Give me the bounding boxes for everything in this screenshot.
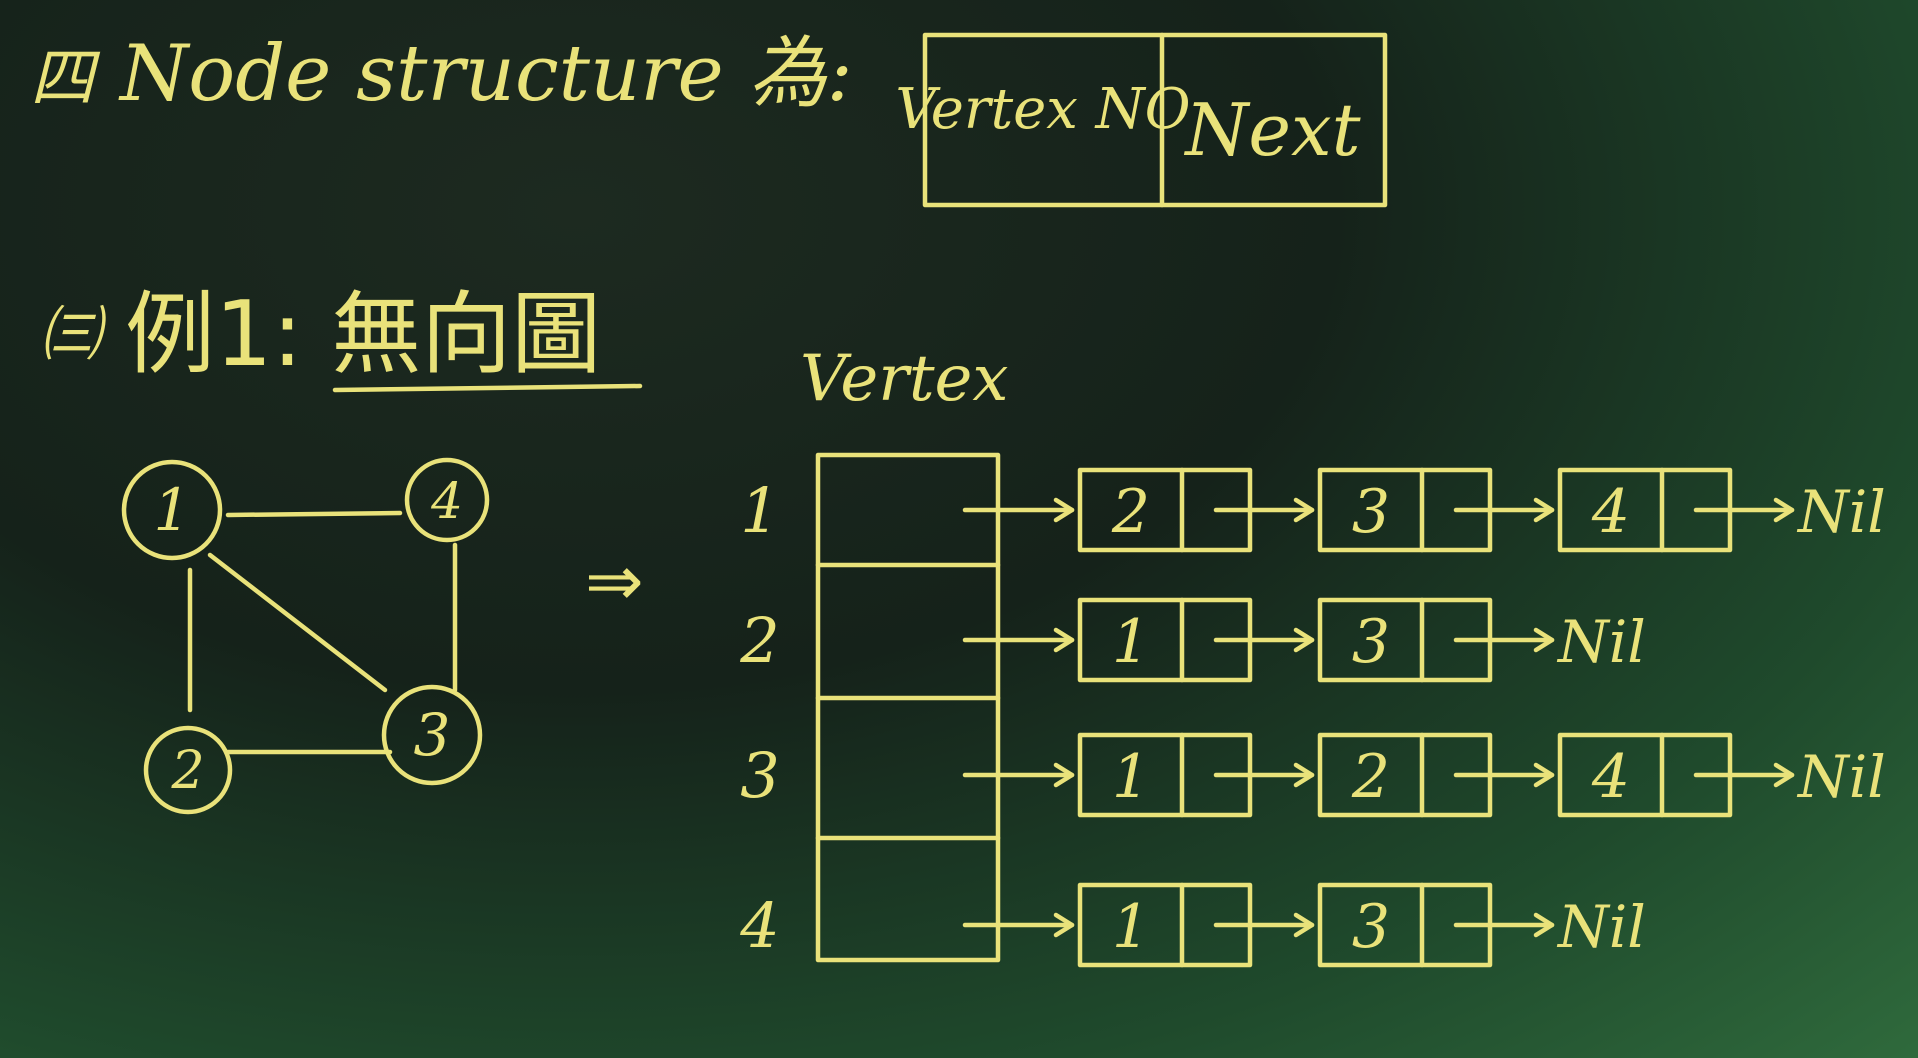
implies-arrow: ⇒: [585, 540, 644, 622]
adjacency-row: 2 1 3 Nil: [739, 597, 1646, 683]
node-circle: [404, 457, 490, 543]
arrow-head: [1053, 497, 1075, 523]
vertex-index-label: 1: [740, 474, 779, 547]
node-circle: [121, 459, 223, 561]
link-arrow: [1453, 497, 1555, 523]
list-node-value: 1: [1112, 607, 1150, 677]
link-arrow: [1213, 627, 1315, 653]
link-arrow: [1693, 762, 1795, 788]
link-arrow: [1213, 762, 1315, 788]
arrow-head: [1053, 627, 1075, 653]
adjacency-row: 4 1 3 Nil: [739, 882, 1646, 968]
undirected-graph: 1 2 3 4: [121, 457, 490, 815]
node-circle: [381, 684, 483, 786]
nil-label: Nil: [1796, 478, 1886, 546]
header-text: Node structure 為:: [118, 29, 853, 119]
arrow-head: [1533, 627, 1555, 653]
arrow-head: [1533, 912, 1555, 938]
list-node: 2: [1317, 732, 1493, 818]
list-node: 2: [1077, 467, 1253, 553]
arrow-head: [1773, 497, 1795, 523]
arrow-head: [1293, 627, 1315, 653]
vertex-index-label: 2: [739, 604, 779, 677]
list-node-value: 4: [1591, 742, 1630, 812]
node-label: 2: [170, 741, 204, 801]
list-node: 3: [1317, 882, 1493, 968]
arrow-head: [1293, 762, 1315, 788]
link-arrow: [1693, 497, 1795, 523]
link-arrow: [1213, 912, 1315, 938]
example-heading: ㈢ 例1: 無向圖: [40, 282, 643, 393]
node-structure-outline: [922, 32, 1388, 208]
arrow-head: [1533, 762, 1555, 788]
graph-node-3: 3: [381, 684, 483, 786]
header-marker: 四: [30, 42, 101, 116]
list-node-value: 1: [1112, 742, 1150, 812]
graph-edges: [187, 510, 458, 755]
header: 四 Node structure 為: Vertex NO Next: [30, 29, 1388, 208]
vertex-index-label: 4: [739, 889, 779, 962]
nil-label: Nil: [1796, 743, 1886, 811]
link-arrow: [1453, 912, 1555, 938]
vertex-array-outline: [815, 452, 1001, 963]
node-label: 1: [154, 476, 191, 544]
graph-edge: [225, 510, 403, 518]
nil-label: Nil: [1556, 893, 1646, 961]
graph-node-4: 4: [404, 457, 490, 543]
list-node-value: 4: [1591, 477, 1630, 547]
list-node-value: 3: [1352, 477, 1390, 547]
adjacency-row: 1 2 3 4 Nil: [740, 467, 1886, 553]
graph-node-2: 2: [143, 725, 233, 815]
arrow-head: [1053, 762, 1075, 788]
arrow-head: [1293, 497, 1315, 523]
link-arrow: [962, 762, 1075, 788]
vertex-array: [815, 452, 1001, 963]
link-arrow: [962, 912, 1075, 938]
node-label: 4: [430, 472, 463, 530]
node-circle: [143, 725, 233, 815]
vertex-index-label: 3: [740, 739, 779, 812]
node-label: 3: [414, 701, 451, 769]
graph-edge: [207, 552, 388, 693]
link-arrow: [962, 497, 1075, 523]
title-underline: [332, 383, 643, 393]
nil-label: Nil: [1556, 608, 1646, 676]
link-arrow: [1453, 762, 1555, 788]
arrow-head: [1773, 762, 1795, 788]
list-node: 4: [1557, 467, 1733, 553]
link-arrow: [1213, 497, 1315, 523]
arrow-head: [1533, 497, 1555, 523]
link-arrow: [1453, 627, 1555, 653]
example-title: 例1: 無向圖: [125, 282, 601, 387]
graph-node-1: 1: [121, 459, 223, 561]
link-arrow: [962, 627, 1075, 653]
list-node-value: 2: [1111, 477, 1150, 547]
list-node-value: 2: [1351, 742, 1390, 812]
example-marker: ㈢: [40, 300, 107, 370]
node-structure-box: Vertex NO Next: [895, 32, 1388, 208]
vertex-array-label: Vertex: [800, 342, 1009, 416]
list-node: 1: [1077, 597, 1253, 683]
arrow-head: [1293, 912, 1315, 938]
arrow-head: [1053, 912, 1075, 938]
list-node-value: 3: [1352, 607, 1390, 677]
node-field-next: Next: [1183, 88, 1361, 172]
node-field-vertex: Vertex NO: [895, 77, 1190, 142]
list-node-value: 1: [1112, 892, 1150, 962]
list-node-value: 3: [1352, 892, 1390, 962]
adjacency-row: 3 1 2 4 Nil: [740, 732, 1886, 818]
